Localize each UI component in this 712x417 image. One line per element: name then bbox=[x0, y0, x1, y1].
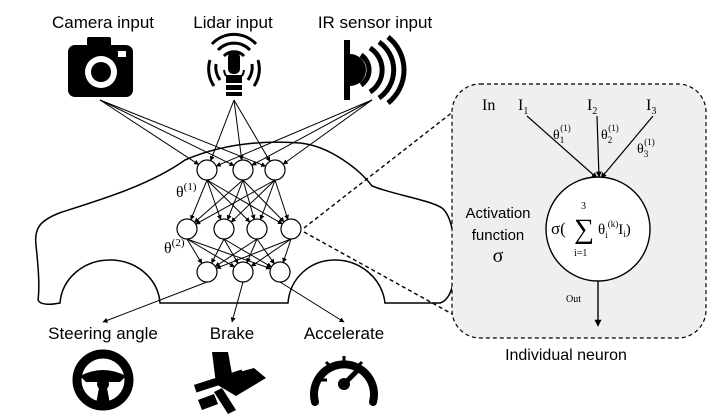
hidden-edge bbox=[242, 179, 285, 223]
out-label: Out bbox=[566, 294, 581, 305]
hidden-edge bbox=[190, 179, 208, 221]
input-i1-label: I1 bbox=[518, 97, 528, 117]
hidden-edge bbox=[242, 179, 256, 220]
input-i3-label: I3 bbox=[646, 97, 656, 117]
input-i1-edge bbox=[526, 115, 598, 179]
hidden-edge bbox=[206, 179, 283, 225]
hidden-edge bbox=[186, 238, 235, 268]
zoom-arrow-bottom bbox=[303, 231, 464, 321]
neuron-node-layer-2 bbox=[280, 218, 302, 240]
hidden-edge bbox=[256, 238, 275, 265]
hidden-edge bbox=[259, 179, 276, 221]
brake-pedal-icon bbox=[193, 352, 266, 414]
hidden-edge bbox=[223, 238, 272, 268]
output-edge bbox=[102, 281, 208, 323]
car-outline bbox=[34, 141, 456, 305]
hidden-edge bbox=[186, 238, 272, 270]
hidden-edge bbox=[206, 179, 222, 221]
weight-3-label: θ3(1) bbox=[637, 137, 655, 159]
steering-angle-label: Steering angle bbox=[48, 324, 158, 343]
lidar-icon bbox=[207, 32, 261, 96]
ir-sensor-input-label: IR sensor input bbox=[318, 13, 433, 32]
hidden-edge bbox=[194, 179, 244, 223]
input-edge bbox=[209, 99, 235, 162]
neuron-node-layer-2 bbox=[213, 218, 235, 240]
network-neurons bbox=[176, 159, 302, 283]
neuron-node-layer-3 bbox=[269, 261, 291, 283]
input-i3-edge bbox=[600, 115, 654, 179]
input-edge bbox=[233, 99, 244, 161]
hidden-edge bbox=[195, 179, 276, 225]
hidden-edge bbox=[206, 179, 251, 223]
input-edge bbox=[99, 99, 235, 167]
weight-1-label: θ1(1) bbox=[553, 123, 571, 145]
hidden-edge bbox=[230, 179, 276, 223]
ir-sensor-icon bbox=[344, 35, 407, 105]
neuron-node-layer-1 bbox=[232, 159, 254, 181]
camera-icon bbox=[68, 37, 133, 97]
input-edge bbox=[99, 99, 267, 167]
individual-neuron-panel: Individual neuron In I1 I2 I3 θ1(1) θ2(1… bbox=[451, 83, 707, 364]
formula-sum-lower: i=1 bbox=[574, 248, 587, 259]
lidar-input-label: Lidar input bbox=[193, 13, 273, 32]
activation-sigma: σ bbox=[493, 245, 504, 267]
individual-neuron-caption: Individual neuron bbox=[505, 347, 627, 364]
hidden-edge bbox=[215, 238, 292, 270]
neuron-node-layer-2 bbox=[246, 218, 268, 240]
input-edge bbox=[233, 99, 271, 162]
neuron-node-layer-1 bbox=[264, 159, 286, 181]
formula-sigma-open: σ( bbox=[551, 219, 566, 238]
hidden-edge bbox=[186, 238, 203, 264]
hidden-edge bbox=[274, 179, 289, 220]
hidden-edge bbox=[211, 238, 225, 264]
input-edge bbox=[282, 99, 373, 165]
activation-label-line2: function bbox=[472, 227, 525, 244]
input-edge bbox=[215, 99, 373, 167]
speedometer-icon bbox=[310, 356, 378, 406]
hidden-edge bbox=[226, 179, 244, 221]
output-edge bbox=[230, 281, 244, 323]
neuron-node-layer-3 bbox=[232, 261, 254, 283]
weight-2-label: θ2(1) bbox=[601, 123, 619, 145]
output-edge bbox=[279, 281, 345, 323]
in-label: In bbox=[482, 97, 495, 114]
steering-wheel-icon bbox=[72, 349, 134, 411]
activation-label-line1: Activation bbox=[465, 205, 530, 222]
input-i2-label: I2 bbox=[587, 97, 597, 117]
hidden-edge bbox=[223, 238, 239, 264]
formula-sum-symbol: ∑ bbox=[574, 214, 594, 245]
theta-layer2-label: θ(2) bbox=[164, 237, 185, 257]
input-i2-edge bbox=[595, 115, 602, 178]
hidden-edge bbox=[246, 238, 258, 264]
brake-label: Brake bbox=[210, 324, 254, 343]
neuron-node-layer-2 bbox=[176, 218, 198, 240]
camera-input-label: Camera input bbox=[52, 13, 154, 32]
formula-term: θi(k)Ii) bbox=[598, 219, 631, 240]
neuron-node-layer-1 bbox=[196, 159, 218, 181]
input-edge bbox=[251, 99, 373, 166]
input-edge bbox=[99, 99, 200, 165]
theta-layer1-label: θ(1) bbox=[176, 181, 197, 201]
neuron-node-layer-3 bbox=[196, 261, 218, 283]
zoom-arrow-top bbox=[303, 103, 464, 229]
hidden-edge bbox=[282, 238, 292, 263]
hidden-edge bbox=[214, 238, 258, 267]
hidden-edge bbox=[250, 238, 292, 267]
formula-sum-upper: 3 bbox=[581, 201, 586, 212]
network-connections bbox=[99, 99, 373, 323]
accelerate-label: Accelerate bbox=[304, 324, 384, 343]
